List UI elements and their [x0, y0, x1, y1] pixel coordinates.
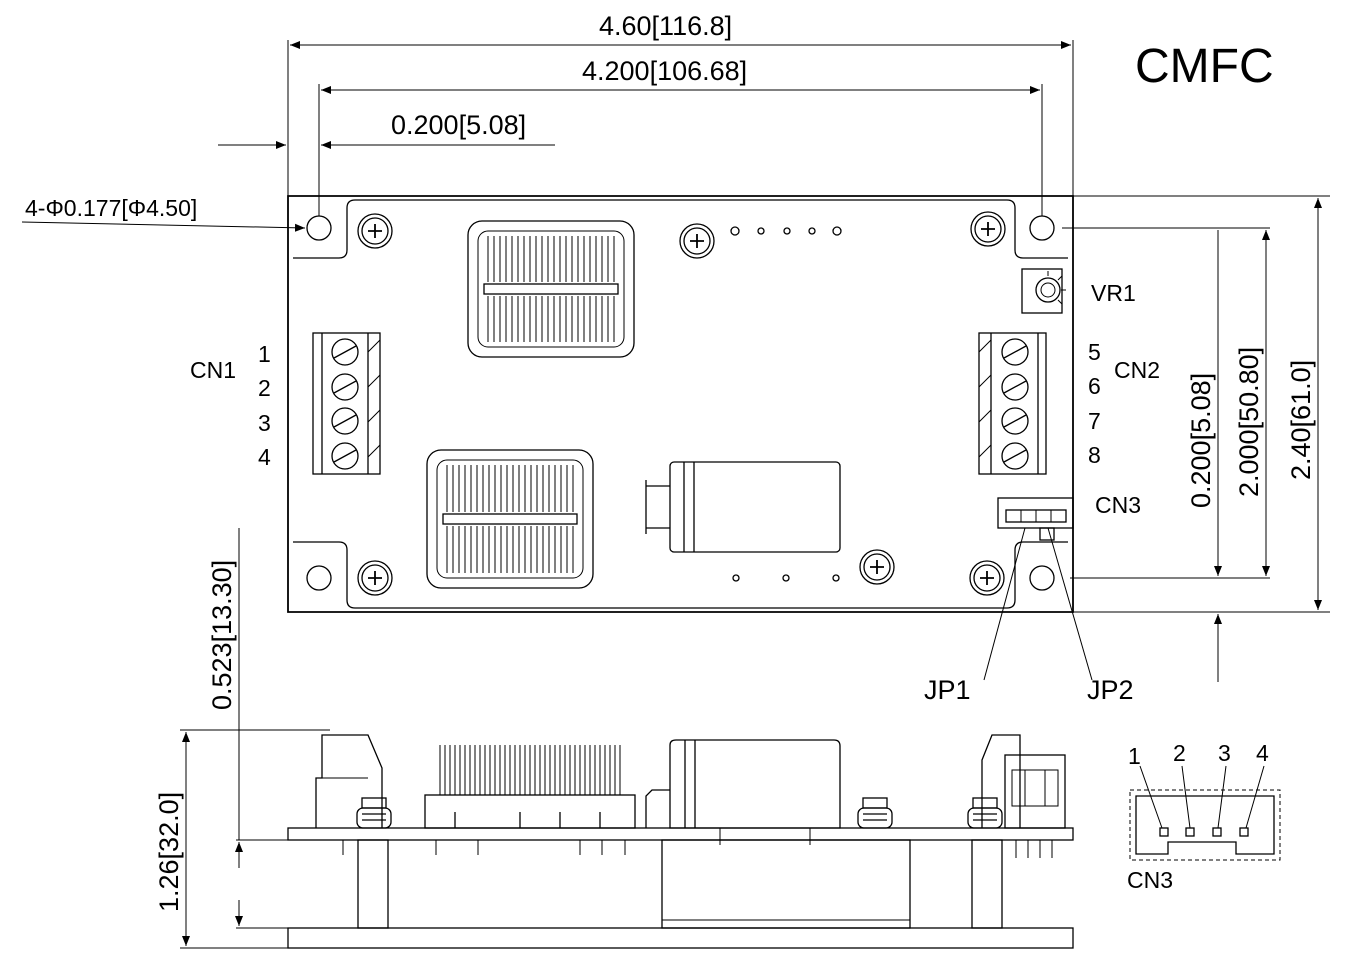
dim-hole-diameter: 4-Φ0.177[Φ4.50]: [25, 195, 197, 221]
cn2-pin-5: 5: [1088, 339, 1101, 365]
mounting-hole: [1029, 565, 1055, 591]
cn1-pin-3: 3: [258, 410, 271, 436]
side-cn3: [981, 734, 1066, 858]
dim-hole-spacing-x: 4.200[106.68]: [582, 56, 747, 86]
side-capacitor: [645, 739, 841, 845]
side-dimensions: 1.26[32.0] 0.523[13.30]: [154, 528, 330, 949]
cn2-pin-8: 8: [1088, 442, 1101, 468]
test-points: [730, 226, 842, 582]
cn2-terminal-block: [978, 332, 1047, 475]
cn1-terminal-block: [312, 332, 381, 475]
dim-overall-width: 4.60[116.8]: [599, 11, 732, 41]
cn1-pin-2: 2: [258, 375, 271, 401]
mounting-hole: [306, 565, 332, 591]
screws: [357, 211, 1006, 596]
jp2-label: JP2: [1087, 675, 1134, 705]
cn3-label: CN3: [1095, 492, 1141, 518]
cn3-detail: 1 2 3 4 CN3: [1127, 740, 1281, 893]
board-outline: [287, 195, 1074, 613]
jp1-label: JP1: [924, 675, 971, 705]
jp2-leader: [1047, 527, 1093, 681]
jp1-leader: [983, 527, 1026, 681]
vr1-potentiometer: [1021, 268, 1066, 314]
dim-hole-spacing-y: 2.000[50.80]: [1234, 347, 1264, 497]
top-view: VR1 CN1 1 2 3 4: [190, 195, 1160, 705]
side-pcb: [287, 827, 1074, 841]
dim-total-height: 1.26[32.0]: [154, 792, 184, 912]
inductor-top: [467, 220, 635, 358]
vr1-label: VR1: [1091, 280, 1136, 306]
cn3-detail-pin-2: 2: [1173, 740, 1186, 766]
side-view: [287, 734, 1074, 949]
cn2-pin-6: 6: [1088, 373, 1101, 399]
electrolytic-capacitor: [645, 461, 841, 553]
cn3-detail-label: CN3: [1127, 867, 1173, 893]
cn1-label: CN1: [190, 357, 236, 383]
cn3-detail-pin-1: 1: [1128, 743, 1141, 769]
vertical-dimensions: 2.40[61.0] 2.000[50.80] 0.200[5.08]: [1062, 195, 1330, 682]
dim-hole-offset-x: 0.200[5.08]: [391, 110, 526, 140]
mounting-hole: [1029, 215, 1055, 241]
cn1-pin-4: 4: [258, 444, 271, 470]
side-inductor: [424, 745, 636, 829]
dim-lower-clearance: 0.523[13.30]: [207, 560, 237, 710]
cn3-detail-pin-4: 4: [1256, 740, 1269, 766]
cn3-detail-pin-3: 3: [1218, 740, 1231, 766]
mounting-holes: [306, 215, 1055, 591]
cn3-connector: [997, 497, 1074, 541]
mounting-hole: [306, 215, 332, 241]
dim-overall-height: 2.40[61.0]: [1286, 360, 1316, 480]
cn1-pin-1: 1: [258, 341, 271, 367]
dim-hole-offset-y: 0.200[5.08]: [1186, 373, 1216, 508]
board-inner-outline: [293, 199, 1068, 609]
drawing-title: CMFC: [1135, 40, 1274, 93]
cn2-pin-7: 7: [1088, 408, 1101, 434]
cn2-label: CN2: [1114, 357, 1160, 383]
inductor-bottom: [426, 449, 594, 589]
base-plate: [287, 927, 1074, 949]
horizontal-dimensions: 4.60[116.8] 4.200[106.68] 0.200[5.08] 4-…: [21, 11, 1074, 232]
